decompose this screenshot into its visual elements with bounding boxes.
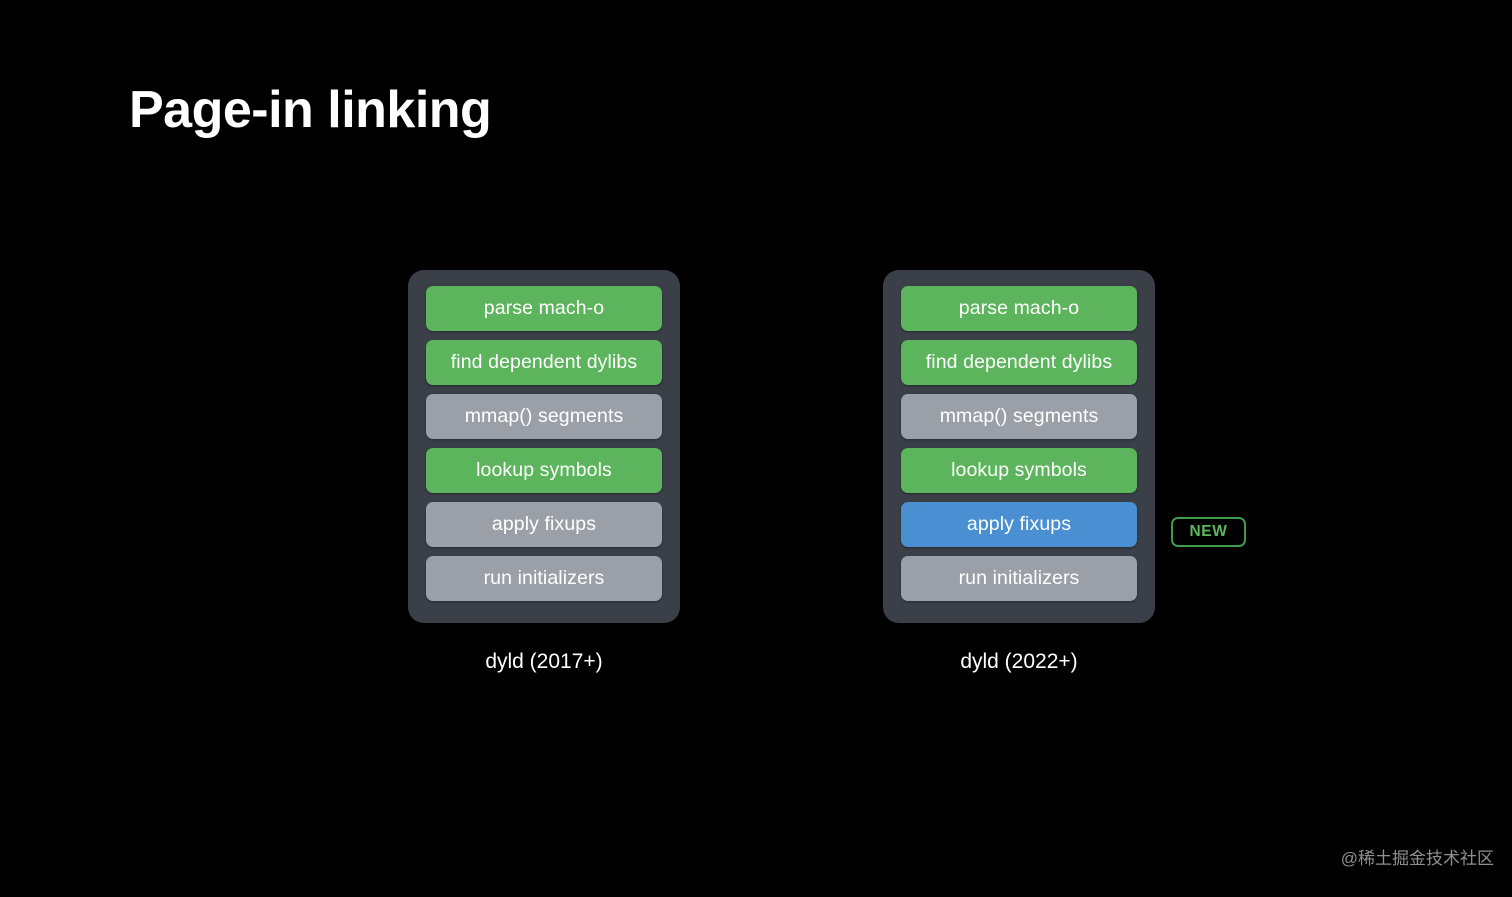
step-parse-mach-o[interactable]: parse mach-o [426, 286, 662, 331]
step-panel: parse mach-o find dependent dylibs mmap(… [883, 270, 1155, 623]
step-mmap-segments[interactable]: mmap() segments [426, 394, 662, 439]
step-parse-mach-o[interactable]: parse mach-o [901, 286, 1137, 331]
column-caption: dyld (2022+) [960, 650, 1078, 673]
column-caption: dyld (2017+) [485, 650, 603, 673]
page-title: Page-in linking [129, 81, 492, 139]
step-find-dependent-dylibs[interactable]: find dependent dylibs [901, 340, 1137, 385]
step-list: parse mach-o find dependent dylibs mmap(… [901, 286, 1137, 601]
step-apply-fixups[interactable]: apply fixups [426, 502, 662, 547]
step-panel: parse mach-o find dependent dylibs mmap(… [408, 270, 680, 623]
step-run-initializers[interactable]: run initializers [901, 556, 1137, 601]
diagram-column-dyld-2022: parse mach-o find dependent dylibs mmap(… [883, 270, 1155, 674]
new-badge: NEW [1171, 517, 1246, 547]
step-lookup-symbols[interactable]: lookup symbols [901, 448, 1137, 493]
step-run-initializers[interactable]: run initializers [426, 556, 662, 601]
step-mmap-segments[interactable]: mmap() segments [901, 394, 1137, 439]
page-in-linking-diagram: parse mach-o find dependent dylibs mmap(… [0, 270, 1512, 680]
diagram-column-dyld-2017: parse mach-o find dependent dylibs mmap(… [408, 270, 680, 674]
step-list: parse mach-o find dependent dylibs mmap(… [426, 286, 662, 601]
watermark: @稀土掘金技术社区 [1340, 849, 1494, 868]
step-apply-fixups[interactable]: apply fixups [901, 502, 1137, 547]
step-find-dependent-dylibs[interactable]: find dependent dylibs [426, 340, 662, 385]
step-lookup-symbols[interactable]: lookup symbols [426, 448, 662, 493]
